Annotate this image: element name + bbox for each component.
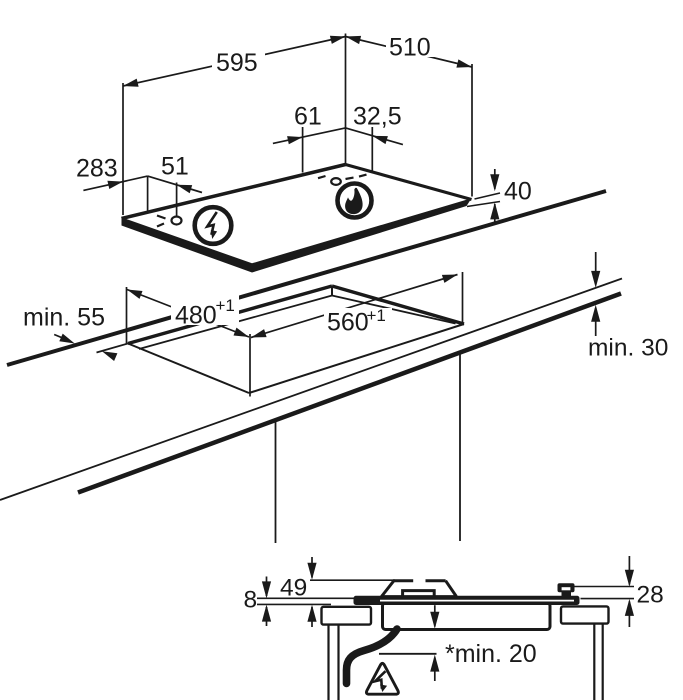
svg-text:40: 40 <box>504 178 532 206</box>
svg-text:+1: +1 <box>216 296 235 315</box>
svg-text:49: 49 <box>280 575 307 602</box>
svg-text:51: 51 <box>161 153 189 181</box>
svg-text:min. 55: min. 55 <box>23 304 105 332</box>
svg-text:480: 480 <box>175 302 217 330</box>
svg-text:595: 595 <box>216 49 258 77</box>
svg-text:8: 8 <box>244 587 258 614</box>
svg-text:61: 61 <box>294 103 322 131</box>
svg-text:*min. 20: *min. 20 <box>445 640 537 668</box>
svg-text:510: 510 <box>389 34 431 62</box>
svg-text:32,5: 32,5 <box>353 103 402 131</box>
svg-text:min. 30: min. 30 <box>588 335 668 362</box>
svg-text:28: 28 <box>637 582 664 609</box>
svg-text:283: 283 <box>76 155 118 183</box>
svg-text:560: 560 <box>327 309 369 337</box>
svg-text:+1: +1 <box>367 306 386 325</box>
